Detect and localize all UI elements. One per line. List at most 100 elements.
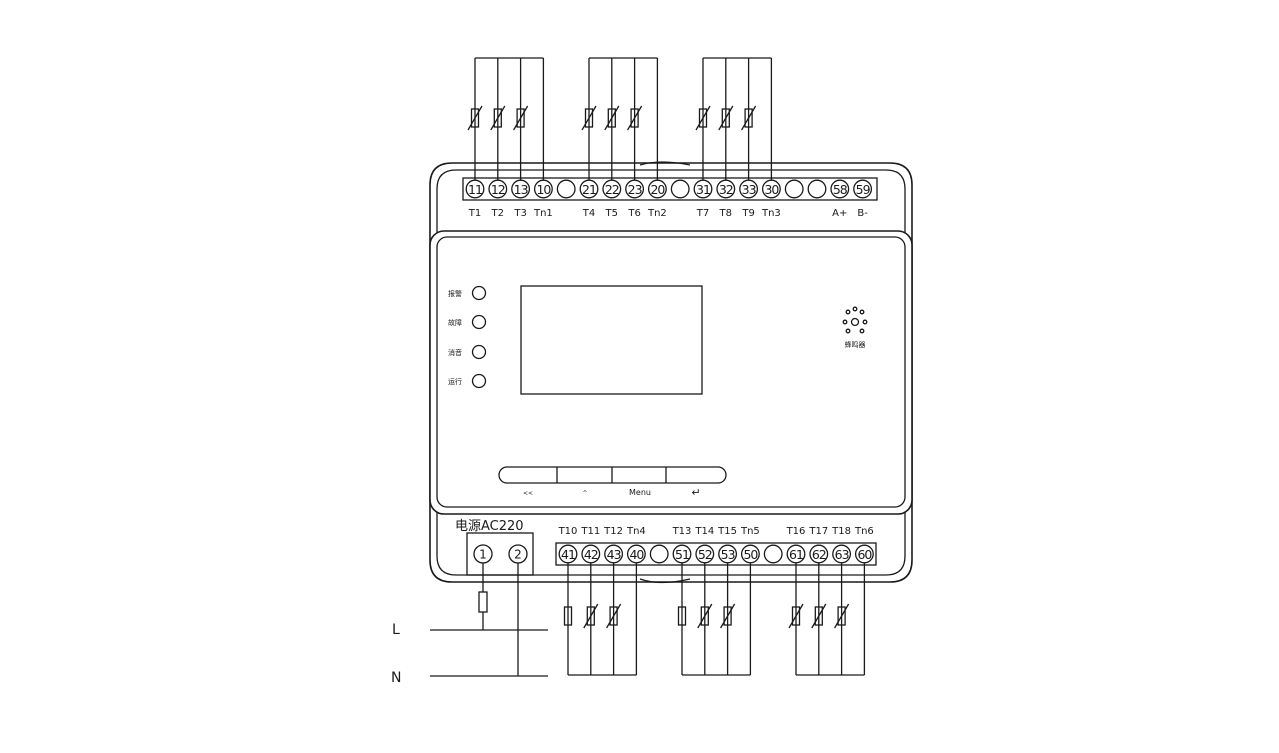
indicator-label-run: 运行: [448, 377, 462, 386]
top-terminal: [807, 179, 827, 199]
housing-inner-outline: [436, 169, 906, 576]
bottom-terminal: [604, 544, 624, 564]
bottom-terminal-label: T15: [717, 526, 737, 537]
bottom-terminal: [695, 544, 715, 564]
indicator-run: 运行: [448, 373, 487, 389]
top-terminal: [739, 179, 759, 199]
top-resistor-slash: [581, 105, 597, 131]
top-resistor-slash: [627, 105, 643, 131]
bottom-terminal-number: 40: [629, 547, 644, 562]
top-terminal-number: 10: [536, 182, 551, 197]
top-resistor-slash: [695, 105, 711, 131]
live-label: L: [392, 622, 400, 638]
top-terminal: [556, 179, 576, 199]
button-label-menu: Menu: [629, 488, 651, 497]
bottom-terminal: [649, 544, 669, 564]
top-terminal-label: T3: [513, 208, 526, 219]
bottom-terminal: [581, 544, 601, 564]
top-terminal-label: T7: [696, 208, 709, 219]
top-terminal-label: T8: [719, 208, 732, 219]
top-resistor: [584, 108, 594, 128]
top-terminal: [465, 179, 485, 199]
top-terminal-number: 33: [742, 182, 756, 197]
top-terminal: [830, 179, 850, 199]
top-terminal: [647, 179, 667, 199]
indicator-label-alarm: 报警: [448, 289, 462, 298]
top-terminal: [670, 179, 690, 199]
top-resistor: [698, 108, 708, 128]
top-resistor: [470, 108, 480, 128]
buzzer-label: 蜂鸣器: [845, 340, 866, 349]
top-terminal-number: 32: [719, 182, 733, 197]
top-resistor: [630, 108, 639, 128]
top-terminal-label: T5: [605, 208, 618, 219]
top-terminal: [784, 179, 804, 199]
button-label-enter: ↵: [691, 486, 700, 499]
bottom-resistor-slash: [606, 603, 622, 629]
top-terminal-number: 20: [650, 182, 665, 197]
bottom-terminal-number: 50: [743, 547, 758, 562]
bottom-resistor-slash: [720, 603, 736, 629]
top-resistor-slash: [604, 105, 620, 131]
top-terminal: [761, 179, 781, 199]
bottom-terminal-strip: [555, 542, 877, 566]
bottom-terminal-label: T14: [694, 526, 714, 537]
top-terminal-row: 11T112T213T310Tn121T422T523T620Tn231T732…: [465, 179, 873, 219]
bottom-resistor: [586, 606, 595, 626]
top-terminal: [625, 179, 645, 199]
bottom-terminal-label: T12: [603, 526, 623, 537]
bottom-resistor: [563, 606, 573, 626]
top-terminal: [716, 179, 736, 199]
bottom-terminal: [740, 544, 760, 564]
top-terminal-number: 11: [468, 182, 482, 197]
top-terminal-label: Tn3: [761, 208, 781, 219]
bottom-terminal: [672, 544, 692, 564]
top-terminal: [693, 179, 713, 199]
bottom-terminal: [809, 544, 829, 564]
top-resistor-slash: [467, 105, 483, 131]
bottom-terminal-label: Tn5: [740, 526, 760, 537]
bottom-terminal-number: 62: [812, 547, 826, 562]
indicator-led-alarm: [471, 285, 487, 301]
bottom-terminal-number: 63: [835, 547, 849, 562]
bottom-terminal-label: T11: [580, 526, 600, 537]
top-terminal-number: 59: [856, 182, 871, 197]
indicator-led-fault: [471, 314, 487, 330]
indicator-led-mute: [471, 344, 487, 360]
bottom-resistor-slash: [583, 603, 599, 629]
indicator-mute: 消音: [448, 344, 487, 360]
top-terminal: [579, 179, 599, 199]
top-terminal-number: 30: [764, 182, 779, 197]
top-terminal-number: 13: [514, 182, 528, 197]
power-terminal-box: [466, 532, 534, 576]
power-label: 电源AC220: [455, 519, 524, 534]
top-sensor-wiring: [467, 57, 773, 180]
top-terminal: [488, 179, 508, 199]
top-terminal-number: 22: [605, 182, 619, 197]
indicator-led-run: [471, 373, 487, 389]
top-resistor: [721, 108, 730, 128]
bottom-terminal: [786, 544, 806, 564]
bottom-terminal-number: 53: [721, 547, 735, 562]
housing-bottom-notch: [639, 578, 691, 584]
top-terminal-label: T1: [468, 208, 481, 219]
top-resistor: [744, 108, 753, 128]
top-terminal-label: T6: [627, 208, 640, 219]
bottom-terminal-label: Tn6: [854, 526, 874, 537]
top-terminal-label: T9: [741, 208, 754, 219]
top-resistor-slash: [718, 105, 734, 131]
bottom-terminal-label: Tn4: [626, 526, 646, 537]
bottom-terminal-label: T17: [808, 526, 828, 537]
top-terminal: [853, 179, 873, 199]
top-resistor: [516, 108, 525, 128]
bottom-resistor-slash: [811, 603, 827, 629]
top-terminal-label: T4: [582, 208, 595, 219]
top-terminal-label: Tn2: [647, 208, 667, 219]
top-terminal: [511, 179, 531, 199]
bottom-terminal-number: 42: [584, 547, 598, 562]
bottom-resistor: [814, 606, 823, 626]
lcd-screen: [520, 285, 703, 395]
top-terminal-number: 21: [582, 182, 596, 197]
bottom-terminal-row: 41T1042T1143T1240Tn451T1352T1453T1550Tn5…: [558, 526, 874, 564]
